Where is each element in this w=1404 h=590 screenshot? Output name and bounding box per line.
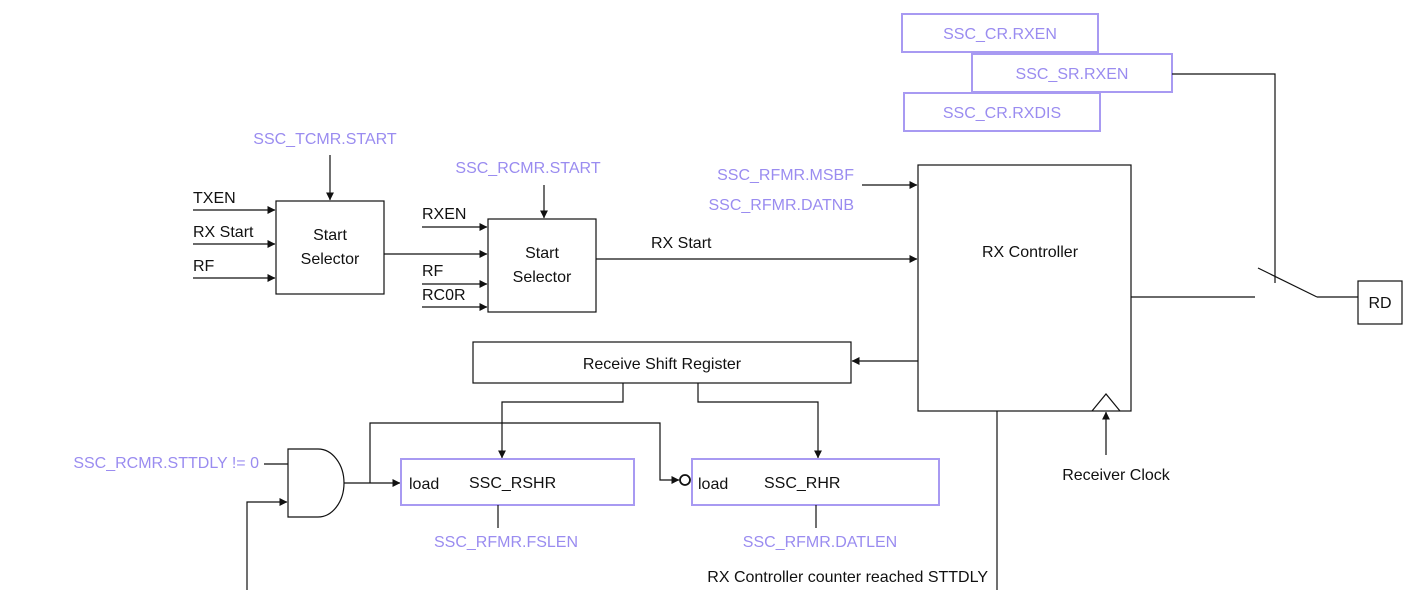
start-selector-2-title-line1: Start: [525, 245, 559, 262]
start-selector-1: [275, 200, 385, 295]
sr-rxen-box: [971, 53, 1173, 93]
counter-reached-label: RX Controller counter reached STTDLY: [707, 569, 988, 586]
tcmr-start-label: SSC_TCMR.START: [253, 131, 397, 148]
sel1-input-rx-start: RX Start: [193, 224, 254, 241]
receiver-clock-label: Receiver Clock: [1062, 467, 1171, 484]
rcmr-start-label: SSC_RCMR.START: [455, 160, 600, 177]
and-to-rhr-wire: [369, 422, 680, 484]
rd-pin: [1357, 280, 1403, 325]
cr-rxen-label: SSC_CR.RXEN: [943, 26, 1057, 43]
sel2-input-rf: RF: [422, 263, 444, 280]
cr-rxen-box: [901, 13, 1099, 53]
rhr-name-label: SSC_RHR: [764, 475, 840, 492]
rfmr-msbf-label: SSC_RFMR.MSBF: [717, 167, 854, 184]
start-selector-2: [487, 218, 597, 313]
rshr-load-label: load: [409, 476, 439, 493]
rfmr-datnb-label: SSC_RFMR.DATNB: [709, 197, 855, 214]
shift-to-rhr-wire: [697, 383, 822, 459]
rx-start-signal-label: RX Start: [651, 235, 712, 252]
sel2-input-rxen: RXEN: [422, 206, 466, 223]
rx-enable-registers: SSC_CR.RXEN SSC_SR.RXEN SSC_CR.RXDIS: [901, 13, 1173, 132]
rfmr-fslen-label: SSC_RFMR.FSLEN: [434, 534, 578, 551]
start-selector-1-title-line1: Start: [313, 227, 347, 244]
rd-pin-label: RD: [1368, 295, 1391, 312]
cr-rxdis-box: [903, 92, 1101, 132]
rd-switch: [1257, 267, 1318, 298]
ssc-rhr-register: [691, 458, 940, 506]
rhr-inverter-bubble: [679, 474, 691, 486]
receive-shift-register-label: Receive Shift Register: [583, 356, 742, 373]
rcmr-sttdly-label: SSC_RCMR.STTDLY != 0: [73, 455, 259, 472]
clock-input-triangle: [1091, 393, 1121, 412]
rhr-load-label: load: [698, 476, 728, 493]
start-selector-1-title-line2: Selector: [301, 251, 360, 268]
sel1-input-txen: TXEN: [193, 190, 236, 207]
rx-controller-title: RX Controller: [982, 244, 1079, 261]
rxen-enable-wire: [1172, 73, 1276, 283]
ssc-rshr-register: [400, 458, 635, 506]
sr-rxen-label: SSC_SR.RXEN: [1016, 66, 1129, 83]
sel1-input-rf: RF: [193, 258, 215, 275]
counter-feedback-to-and-wire: [246, 498, 288, 590]
rfmr-datlen-label: SSC_RFMR.DATLEN: [743, 534, 897, 551]
sel2-input-rc0r: RC0R: [422, 287, 466, 304]
rshr-name-label: SSC_RSHR: [469, 475, 556, 492]
cr-rxdis-label: SSC_CR.RXDIS: [943, 105, 1061, 122]
receive-shift-register: [472, 341, 852, 384]
and-gate: [287, 448, 345, 518]
rx-controller: [917, 164, 1132, 412]
shift-to-rshr-wire: [498, 383, 624, 459]
start-selector-2-title-line2: Selector: [513, 269, 572, 286]
